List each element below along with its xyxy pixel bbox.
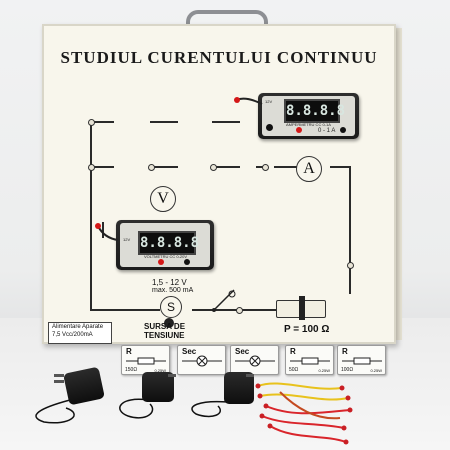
wire-right-vertical xyxy=(349,166,351,294)
experiment-board: STUDIUL CURENTULUI CONTINUU V A S 1,5 - … xyxy=(42,24,396,344)
board-title: STUDIUL CURENTULUI CONTINUU xyxy=(60,48,378,67)
terminal-node[interactable] xyxy=(148,164,155,171)
wire-right-top xyxy=(330,166,350,168)
card-wattage: 0.25W xyxy=(154,368,166,373)
ammeter-common-terminal[interactable] xyxy=(340,127,346,133)
supply-line1: Alimentare Aparate xyxy=(52,324,104,330)
wire-bottom-segment xyxy=(90,309,160,311)
power-switch-knob[interactable] xyxy=(164,318,174,328)
lamp-icon xyxy=(182,355,222,367)
component-card[interactable]: R 50Ω 0.25W xyxy=(285,345,334,375)
wire-mid-segment-2 xyxy=(150,166,178,168)
supply-line2: 7,5 Vcc/200mA xyxy=(52,332,93,338)
voltmeter-display: 8.8.8.8 xyxy=(138,231,199,255)
terminal-node[interactable] xyxy=(262,164,269,171)
card-type-label: R xyxy=(126,347,132,356)
source-max-label: max. 500 mA xyxy=(152,287,194,294)
wire-mid-segment-5 xyxy=(274,166,302,168)
card-type-label: R xyxy=(290,347,296,356)
voltmeter-corner-label: 12V xyxy=(123,237,131,242)
card-type-label: R xyxy=(342,347,348,356)
switch-symbol: S xyxy=(160,296,182,318)
component-card[interactable]: R 150Ω 0.25W xyxy=(121,345,170,375)
ammeter-input-terminal[interactable] xyxy=(296,127,302,133)
card-wattage: 0.25W xyxy=(318,368,330,373)
carry-handle xyxy=(186,10,268,30)
card-type-label: Sec xyxy=(182,347,197,356)
rheostat[interactable] xyxy=(276,296,326,320)
ammeter-range: 0 - 1 A xyxy=(318,128,336,134)
ammeter-power-button[interactable] xyxy=(266,124,273,131)
rheostat-label: P = 100 Ω xyxy=(284,324,330,335)
wire-left-vertical xyxy=(90,121,92,309)
card-value: 100Ω xyxy=(341,367,354,373)
rheostat-slider[interactable] xyxy=(299,296,305,320)
card-wattage: 0.25W xyxy=(370,368,382,373)
wire-voltmeter-lead xyxy=(102,222,104,238)
ammeter-symbol: A xyxy=(296,156,322,182)
terminal-node[interactable] xyxy=(88,119,95,126)
component-card[interactable]: R 100Ω 0.25W xyxy=(337,345,386,375)
digital-voltmeter: 8.8.8.8 12V VOLTMETRU CC 0-20V xyxy=(116,220,214,270)
wire-mid-segment-3 xyxy=(212,166,240,168)
component-card[interactable]: Sec xyxy=(230,345,279,375)
wire-top-segment-3 xyxy=(212,121,240,123)
key-switch-icon xyxy=(212,289,236,312)
power-adapter[interactable] xyxy=(224,372,254,404)
ammeter-display: 8.8.8.8 xyxy=(284,99,345,123)
ammeter-cable xyxy=(234,97,263,105)
wire-top-segment-1 xyxy=(90,121,114,123)
resistor-icon xyxy=(342,357,382,365)
card-value: 150Ω xyxy=(125,367,138,373)
voltmeter-caption: VOLTMETRU CC 0-20V xyxy=(144,254,188,259)
ammeter-caption: AMPERMETRU CC 0-1A xyxy=(286,122,331,127)
wire-top-segment-2 xyxy=(150,121,178,123)
digital-ammeter: 8.8.8.8 12V AMPERMETRU CC 0-1A 0 - 1 A xyxy=(258,93,359,139)
adapter-prongs-and-cords xyxy=(35,374,254,424)
ammeter-face: 8.8.8.8 12V AMPERMETRU CC 0-1A 0 - 1 A xyxy=(262,96,355,136)
voltmeter-common-terminal[interactable] xyxy=(184,259,190,265)
source-range-label: 1,5 - 12 V xyxy=(152,278,187,287)
wire-mid-segment-1 xyxy=(90,166,114,168)
ammeter-corner-label: 12V xyxy=(265,99,273,104)
card-value: 50Ω xyxy=(289,367,299,373)
voltmeter-symbol: V xyxy=(150,186,176,212)
terminal-node[interactable] xyxy=(236,307,243,314)
card-type-label: Sec xyxy=(235,347,250,356)
component-card[interactable]: Sec xyxy=(177,345,226,375)
voltmeter-face: 8.8.8.8 12V VOLTMETRU CC 0-20V xyxy=(120,223,210,267)
voltmeter-input-terminal[interactable] xyxy=(158,259,164,265)
terminal-node[interactable] xyxy=(88,164,95,171)
wire-bottom-right xyxy=(192,309,276,311)
panel-side-edge xyxy=(392,28,402,340)
supply-info-box: Alimentare Aparate 7,5 Vcc/200mA xyxy=(48,322,112,344)
patch-cables xyxy=(255,382,353,445)
terminal-node[interactable] xyxy=(210,164,217,171)
resistor-icon xyxy=(126,357,166,365)
lamp-icon xyxy=(235,355,275,367)
terminal-node[interactable] xyxy=(347,262,354,269)
source-label-line1: SURSA DE xyxy=(144,322,186,331)
source-label-line2: TENSIUNE xyxy=(144,331,185,340)
resistor-icon xyxy=(290,357,330,365)
voltmeter-cable xyxy=(95,223,119,241)
